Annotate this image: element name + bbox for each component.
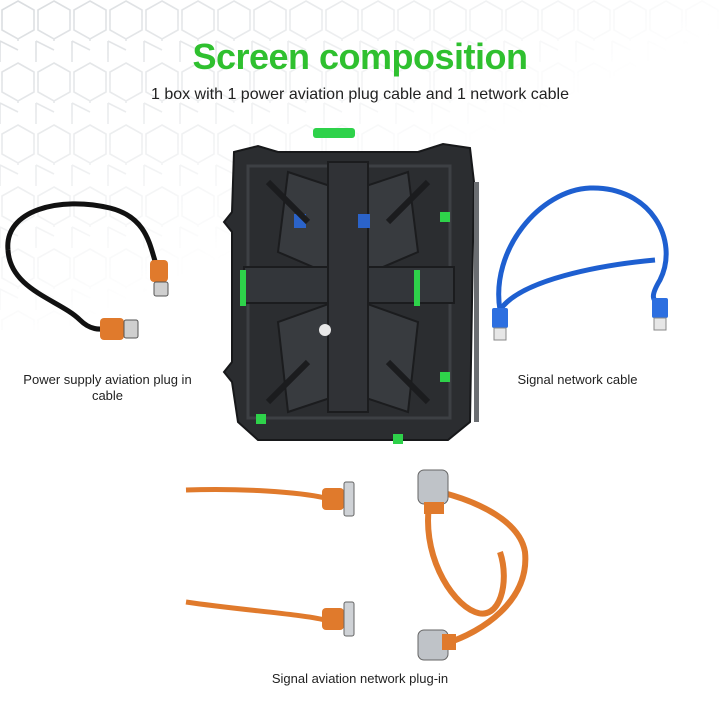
led-cabinet-image bbox=[222, 128, 479, 444]
power-cable-image bbox=[5, 201, 169, 340]
page-title: Screen composition bbox=[192, 36, 528, 77]
page-subtitle: 1 box with 1 power aviation plug cable a… bbox=[150, 86, 570, 103]
network-cable-label: Signal network cable bbox=[517, 372, 638, 387]
aviation-cable-image bbox=[185, 469, 529, 661]
network-cable-image bbox=[492, 185, 669, 341]
green-handle bbox=[313, 128, 355, 138]
aviation-cable-label: Signal aviation network plug-in bbox=[271, 671, 449, 686]
power-cable-label: Power supply aviation plug in cable bbox=[23, 372, 192, 403]
